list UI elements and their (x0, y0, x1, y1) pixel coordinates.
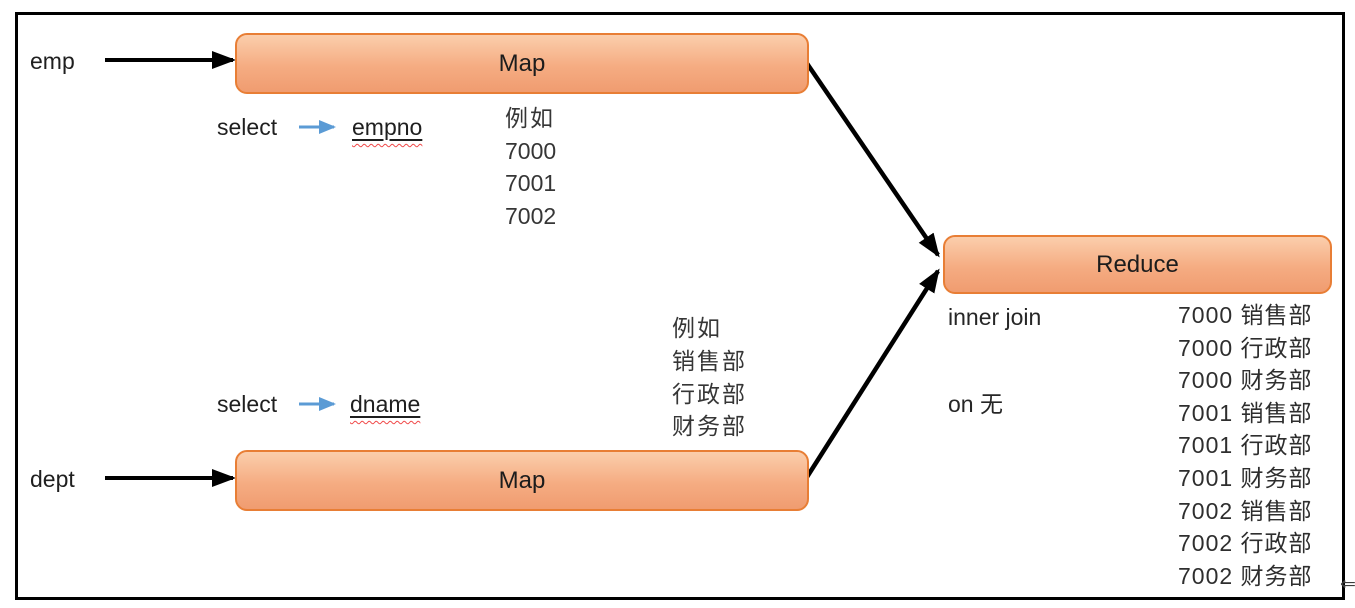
emp-example-value: 7002 (505, 202, 557, 229)
reduce-node: Reduce (943, 235, 1332, 294)
emp-examples: 例如 7000 7001 7002 (505, 102, 556, 232)
select-emp-keyword: select (217, 114, 278, 140)
output-row: 7000 行政部 (1178, 334, 1313, 361)
dname-field-text: dname (350, 391, 421, 417)
trailing-arrow-icon: ⇐ (1340, 574, 1355, 595)
output-row: 7001 行政部 (1178, 432, 1313, 459)
join-condition-label: on 无 (948, 391, 1003, 417)
output-row: 7002 财务部 (1178, 562, 1313, 589)
dept-example-value: 行政部 (672, 380, 747, 407)
select-dept-keyword: select (217, 391, 278, 417)
dept-source-label: dept (30, 466, 75, 492)
emp-source-label: emp (30, 48, 75, 74)
map-dept-node: Map (235, 450, 809, 511)
select-dept-field: dname (350, 391, 420, 417)
output-row: 7000 财务部 (1178, 367, 1313, 394)
map-emp-node: Map (235, 33, 809, 94)
empno-field-text: empno (352, 114, 423, 140)
emp-example-value: 7000 (505, 137, 557, 164)
output-row: 7002 销售部 (1178, 497, 1313, 524)
emp-examples-title: 例如 (505, 105, 555, 131)
dept-example-value: 财务部 (672, 413, 747, 440)
output-row: 7002 行政部 (1178, 530, 1313, 557)
dept-examples-title: 例如 (672, 315, 722, 341)
reduce-output-list: 7000 销售部 7000 行政部 7000 财务部 7001 销售部 7001… (1178, 299, 1313, 592)
output-row: 7001 销售部 (1178, 399, 1313, 426)
diagram-frame (15, 12, 1345, 600)
dept-example-value: 销售部 (672, 347, 747, 374)
inner-join-label: inner join (948, 304, 1042, 330)
map-dept-node-label: Map (498, 466, 546, 494)
output-row: 7000 销售部 (1178, 302, 1313, 328)
reduce-node-label: Reduce (1096, 250, 1179, 278)
map-emp-node-label: Map (498, 49, 546, 77)
output-row: 7001 财务部 (1178, 464, 1313, 491)
emp-example-value: 7001 (505, 170, 557, 196)
select-emp-field: empno (352, 114, 422, 140)
dept-examples: 例如 销售部 行政部 财务部 (672, 312, 747, 443)
